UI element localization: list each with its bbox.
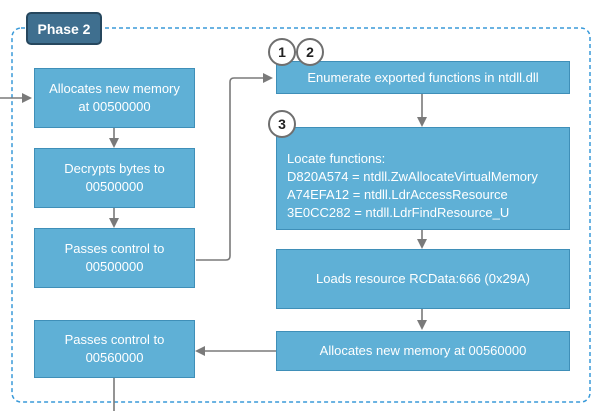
phase-label: Phase 2 bbox=[26, 12, 102, 45]
locate-line-1: D820A574 = ntdll.ZwAllocateVirtualMemory bbox=[287, 169, 538, 184]
node-allocate-memory-2: Allocates new memory at 00560000 bbox=[276, 331, 570, 371]
node-decrypt-bytes: Decrypts bytes to 00500000 bbox=[34, 148, 195, 208]
node-enumerate-exports-text: Enumerate exported functions in ntdll.dl… bbox=[307, 69, 539, 85]
step-badge-2: 2 bbox=[296, 38, 324, 66]
phase-dashed-border bbox=[11, 27, 591, 403]
locate-line-2: A74EFA12 = ntdll.LdrAccessResource bbox=[287, 187, 508, 202]
step-badge-3: 3 bbox=[268, 110, 296, 138]
node-pass-control-2: Passes control to 00560000 bbox=[34, 320, 195, 378]
locate-line-3: 3E0CC282 = ntdll.LdrFindResource_U bbox=[287, 205, 510, 220]
node-load-resource-text: Loads resource RCData:666 (0x29A) bbox=[316, 271, 530, 286]
node-pass-control-1-text: Passes control to 00500000 bbox=[64, 241, 165, 274]
arrow-pass1-to-enumerate bbox=[196, 73, 273, 261]
node-enumerate-exports: Enumerate exported functions in ntdll.dl… bbox=[276, 61, 570, 94]
step-badge-1: 1 bbox=[268, 38, 296, 66]
node-pass-control-1: Passes control to 00500000 bbox=[34, 228, 195, 288]
locate-title: Locate functions: bbox=[287, 151, 386, 166]
node-allocate-memory: Allocates new memory at 00500000 bbox=[34, 68, 195, 128]
node-load-resource: Loads resource RCData:666 (0x29A) bbox=[276, 249, 570, 309]
node-decrypt-bytes-text: Decrypts bytes to 00500000 bbox=[64, 161, 165, 194]
node-allocate-memory-text: Allocates new memory at 00500000 bbox=[49, 81, 180, 114]
node-pass-control-2-text: Passes control to 00560000 bbox=[64, 332, 165, 365]
node-locate-functions: Locate functions: D820A574 = ntdll.ZwAll… bbox=[276, 127, 570, 230]
node-allocate-memory-2-text: Allocates new memory at 00560000 bbox=[319, 343, 527, 358]
